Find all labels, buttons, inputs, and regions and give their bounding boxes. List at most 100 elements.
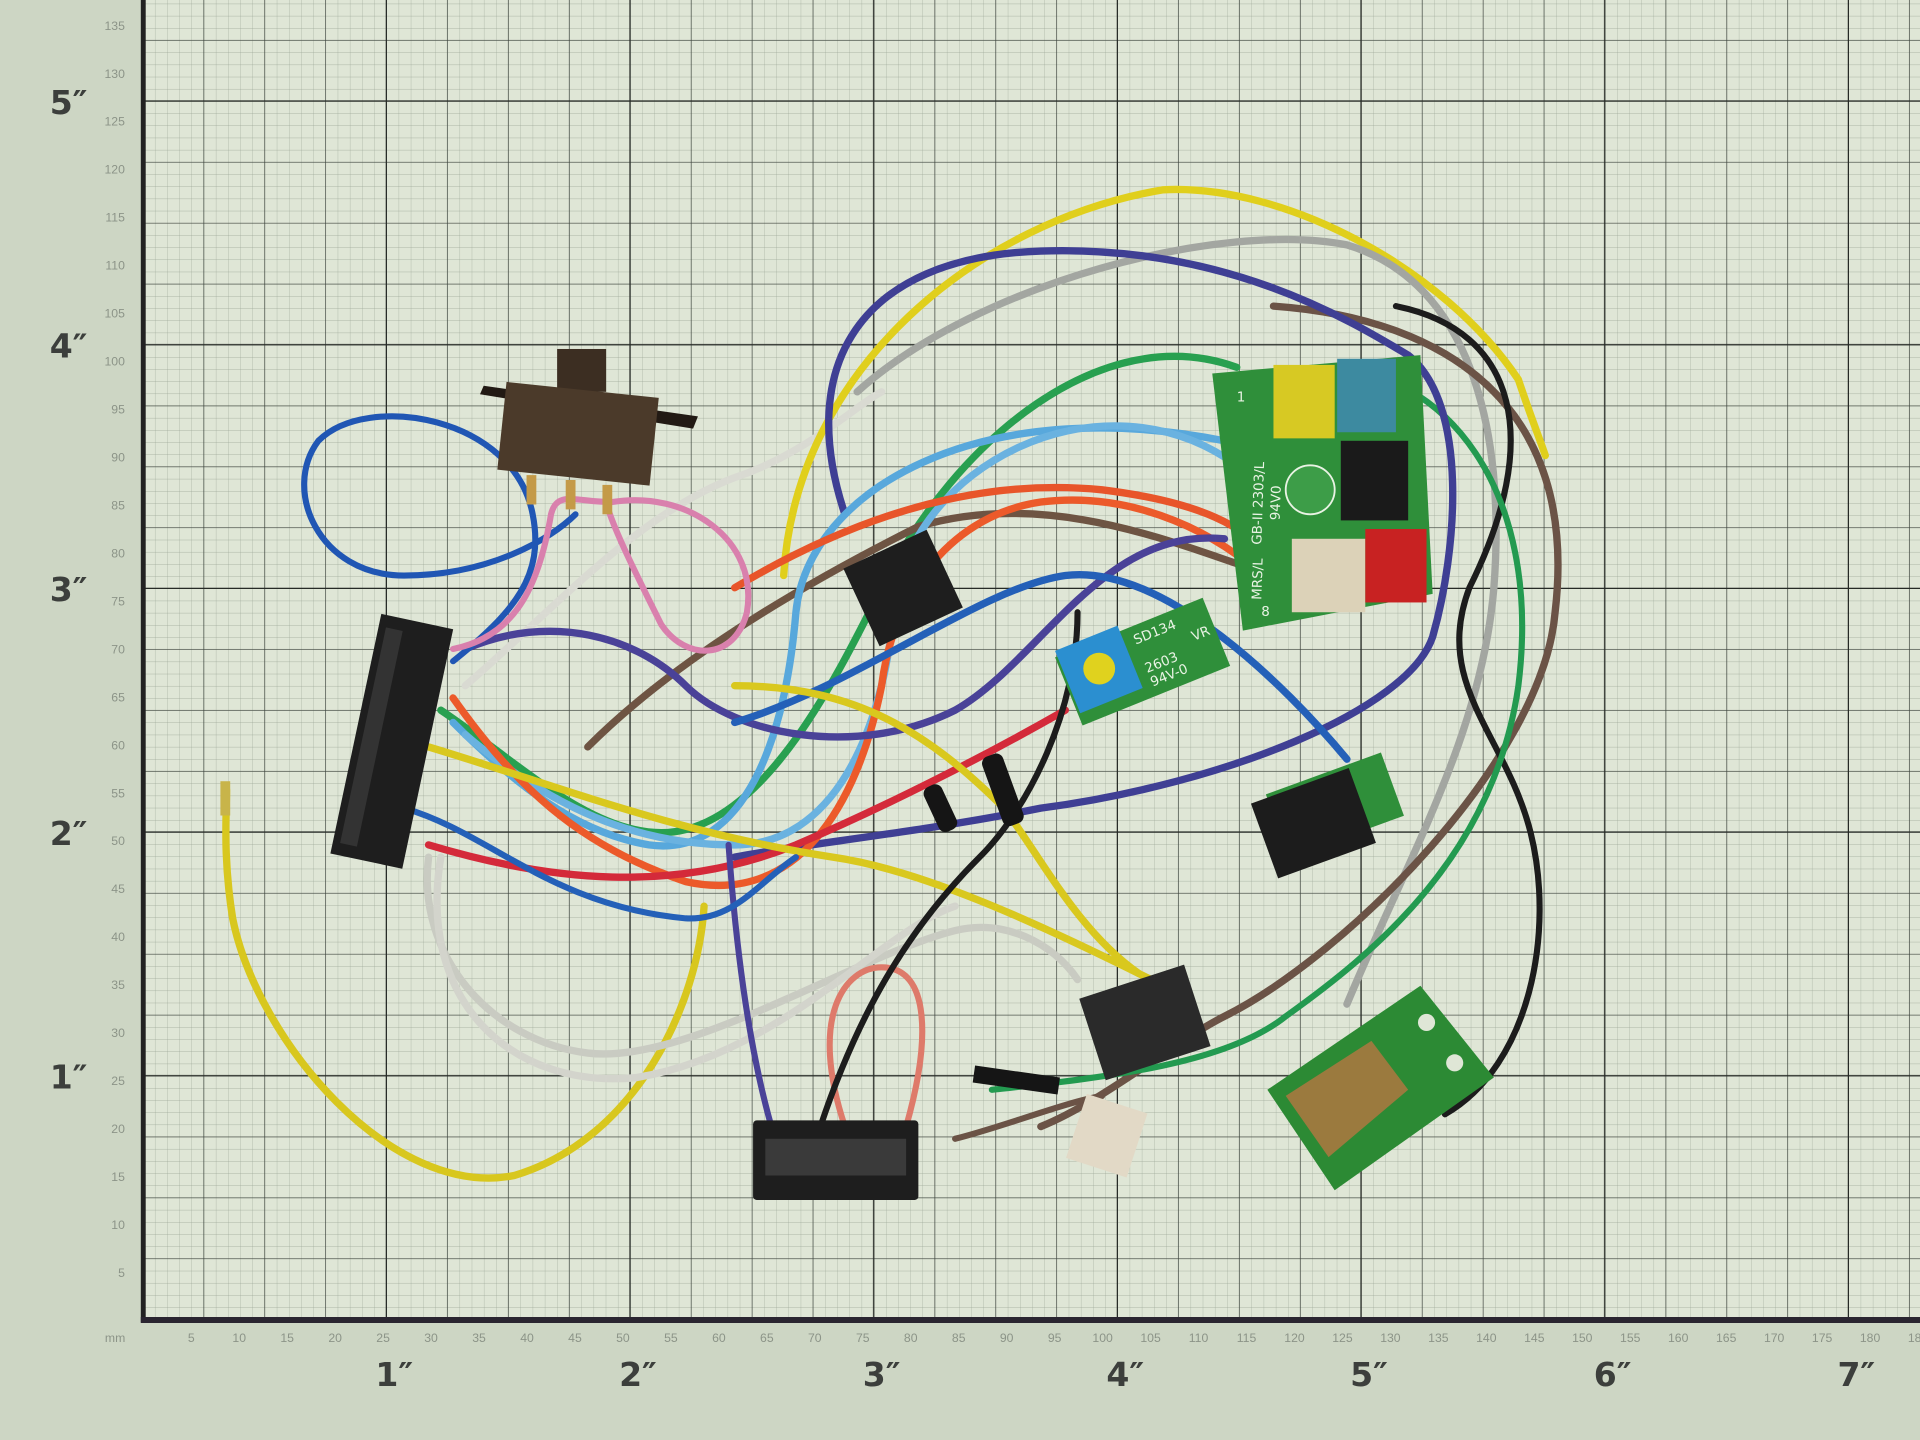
- connector-red: [1365, 528, 1427, 603]
- wire-gray: [423, 853, 1082, 1058]
- y-mm-tick-label: 85: [111, 498, 125, 512]
- wire-black: [817, 609, 1081, 1130]
- x-mm-tick-label: 35: [472, 1331, 486, 1345]
- y-mm-tick-label: 130: [104, 67, 125, 81]
- connector-bottom: [753, 1120, 919, 1200]
- y-mm-tick-label: 115: [105, 211, 125, 225]
- wire-gray-top: [853, 235, 1500, 1008]
- x-mm-tick-label: 65: [760, 1331, 774, 1345]
- y-inch-label: 4″: [50, 327, 88, 366]
- mounting-hole: [1417, 1013, 1436, 1032]
- pcb-main: GB-II 2303/L 94V0 MRS/L 1 8: [1212, 355, 1433, 631]
- pcb-rating: 94V0: [1269, 485, 1285, 520]
- x-mm-tick-label: 125: [1332, 1331, 1353, 1345]
- heat-shrink-sleeve: [923, 784, 958, 833]
- wire-blue: [401, 805, 799, 922]
- wire-white: [461, 388, 886, 690]
- connector-mid: [843, 529, 963, 647]
- x-mm-tick-label: 105: [1140, 1331, 1161, 1345]
- x-mm-tick-label: 175: [1812, 1331, 1833, 1345]
- wire-gray: [433, 853, 959, 1083]
- x-mm-tick-label: 25: [376, 1331, 390, 1345]
- y-inch-label: 1″: [50, 1058, 88, 1097]
- heat-shrink-sleeve: [972, 1065, 1060, 1095]
- x-mm-tick-label: 20: [328, 1331, 342, 1345]
- x-mm-tick-label: 100: [1092, 1331, 1113, 1345]
- x-mm-tick-label: 10: [232, 1331, 246, 1345]
- x-inch-label: 2″: [619, 1355, 657, 1394]
- x-mm-tick-label: 70: [808, 1331, 822, 1345]
- x-mm-tick-label: 170: [1764, 1331, 1785, 1345]
- mounting-hole: [1446, 1054, 1464, 1072]
- y-mm-tick-label: 50: [111, 834, 125, 848]
- wire-orange: [449, 496, 1265, 890]
- mounting-hole: [1284, 464, 1336, 516]
- wire-pink-loop: [450, 495, 752, 654]
- y-mm-tick-label: 65: [111, 690, 125, 704]
- x-mm-tick-label: 30: [424, 1331, 438, 1345]
- x-mm-tick-label: 115: [1237, 1331, 1257, 1345]
- pcb-ref-label: VR: [1190, 624, 1213, 645]
- y-inch-label: 3″: [50, 570, 88, 609]
- x-mm-tick-label: 130: [1380, 1331, 1401, 1345]
- x-inch-label: 5″: [1350, 1355, 1388, 1394]
- y-mm-tick-label: 60: [111, 738, 125, 752]
- x-mm-tick-label: 50: [616, 1331, 630, 1345]
- x-mm-tick-label: 5: [188, 1331, 195, 1345]
- connector-right: [1250, 752, 1404, 879]
- x-mm-tick-label: 120: [1284, 1331, 1305, 1345]
- x-inch-label: 6″: [1594, 1355, 1632, 1394]
- x-mm-tick-label: 110: [1189, 1331, 1209, 1345]
- wire-purple-top: [731, 247, 1457, 861]
- x-mm-tick-label: 15: [280, 1331, 294, 1345]
- pcb-bottom-right: [1267, 985, 1494, 1191]
- pcb-marking: GB-II 2303/L: [1250, 461, 1268, 545]
- x-mm-tick-label: 145: [1524, 1331, 1545, 1345]
- x-mm-tick-label: 180: [1860, 1331, 1881, 1345]
- y-mm-tick-label: 80: [111, 546, 125, 560]
- slide-switch: [480, 348, 698, 515]
- y-mm-tick-label: 105: [104, 307, 125, 321]
- wire-black-right: [1392, 303, 1543, 1118]
- x-mm-tick-label: 60: [712, 1331, 726, 1345]
- wire-purple-short: [725, 841, 775, 1130]
- wire-purple: [461, 534, 1229, 741]
- connector-black: [1340, 440, 1409, 521]
- x-inch-label: 3″: [863, 1355, 901, 1394]
- wire-red: [424, 706, 1069, 881]
- y-mm-tick-label: 20: [111, 1122, 125, 1136]
- y-mm-tick-label: 5: [118, 1266, 125, 1280]
- connector-teal: [1337, 358, 1396, 433]
- wire-yellow-top-loop: [780, 185, 1549, 580]
- x-mm-tick-label: 90: [1000, 1331, 1014, 1345]
- wire-yellow: [424, 743, 1155, 984]
- heat-shrink-sleeve: [982, 753, 1024, 827]
- grid: [140, 0, 1920, 1324]
- y-mm-tick-label: 110: [105, 259, 125, 273]
- connector-large-left: [330, 613, 454, 869]
- unit-label: mm: [105, 1331, 125, 1345]
- wire-terminal-yellow: [220, 781, 231, 816]
- y-mm-tick-label: 40: [111, 930, 125, 944]
- connector-yellow: [1273, 364, 1335, 439]
- connector-cream: [1291, 538, 1366, 613]
- wire-harness: [222, 185, 1562, 1182]
- x-mm-tick-label: 95: [1048, 1331, 1062, 1345]
- y-mm-tick-label: 75: [111, 594, 125, 608]
- x-mm-tick-label: 40: [520, 1331, 534, 1345]
- wire-blue-loop: [301, 413, 579, 665]
- y-mm-tick-label: 15: [111, 1170, 125, 1184]
- x-mm-tick-label: 155: [1620, 1331, 1641, 1345]
- x-inch-label: 1″: [375, 1355, 413, 1394]
- y-mm-tick-label: 70: [111, 642, 125, 656]
- wire-green-right: [988, 364, 1526, 1093]
- wire-salmon-loop: [826, 964, 926, 1130]
- connector-white-small: [1066, 1093, 1148, 1178]
- connector-bottom-mid: [1079, 964, 1211, 1081]
- x-mm-tick-label: 150: [1572, 1331, 1593, 1345]
- x-mm-tick-label: 160: [1668, 1331, 1689, 1345]
- x-mm-tick-label: 165: [1716, 1331, 1737, 1345]
